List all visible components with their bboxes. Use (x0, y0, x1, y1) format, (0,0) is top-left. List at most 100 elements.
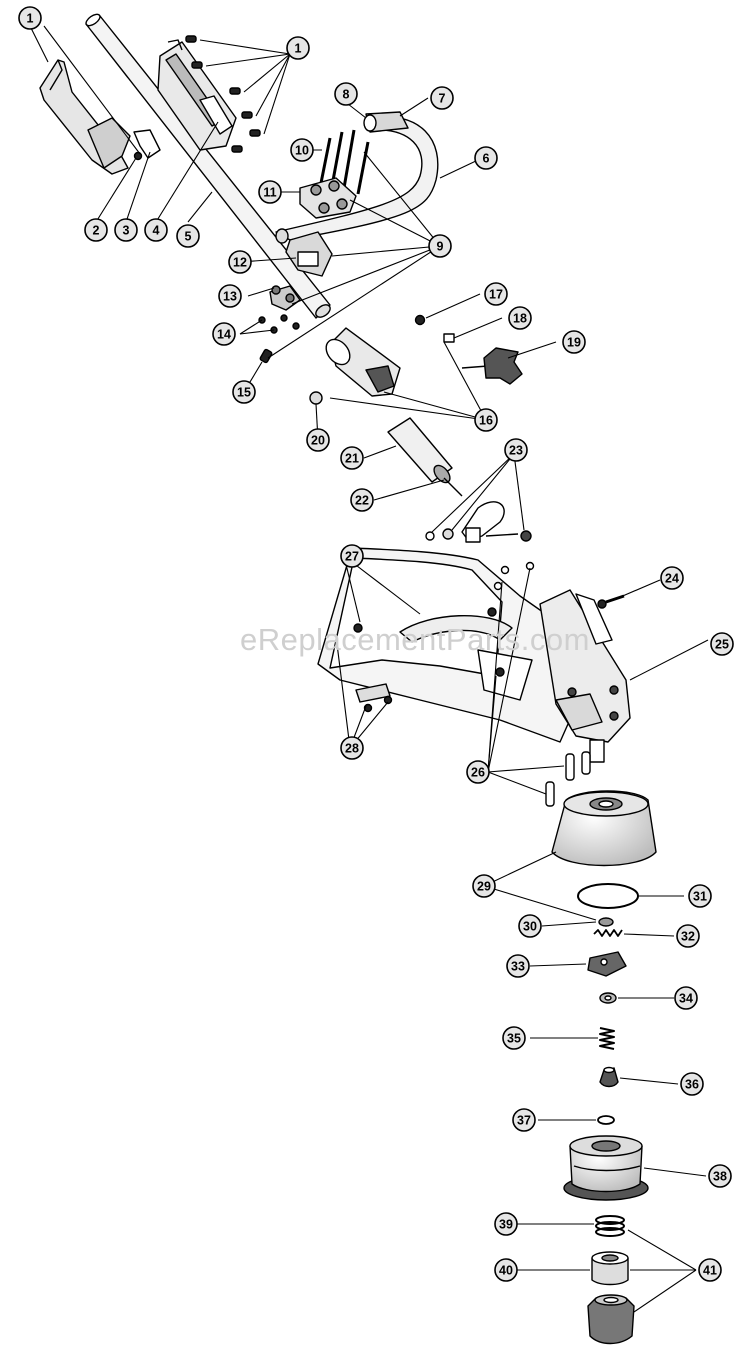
callout-number: 5 (185, 230, 192, 244)
callout-23: 23 (504, 438, 528, 462)
cap-nut-41 (587, 1294, 635, 1345)
callout-bubble (144, 218, 168, 242)
callout-21: 21 (340, 446, 364, 470)
callout-9: 9 (428, 234, 452, 258)
clamp-ring-23 (425, 501, 532, 543)
callout-number: 1 (295, 42, 302, 56)
callout-number: 10 (295, 144, 309, 158)
callout-bubble (232, 380, 256, 404)
callout-number: 2 (93, 224, 100, 238)
callout-19: 19 (562, 330, 586, 354)
callout-number: 28 (345, 742, 359, 756)
callout-bubble (430, 86, 454, 110)
bump-knob-36 (599, 1066, 619, 1088)
callout-number: 20 (311, 434, 325, 448)
callout-number: 40 (499, 1264, 513, 1278)
callout-31: 31 (688, 884, 712, 908)
callout-8: 8 (334, 82, 358, 106)
callout-number: 24 (665, 572, 679, 586)
callout-bubble (512, 1108, 536, 1132)
callout-34: 34 (674, 986, 698, 1010)
callout-bubble (228, 250, 252, 274)
callout-28: 28 (340, 736, 364, 760)
callout-14: 14 (212, 322, 236, 346)
callout-number: 27 (345, 550, 359, 564)
callout-38: 38 (708, 1164, 732, 1188)
callout-number: 6 (483, 152, 490, 166)
callout-bubble (506, 954, 530, 978)
callout-bubble (494, 1212, 518, 1236)
callout-11: 11 (258, 180, 282, 204)
callout-bubble (698, 1258, 722, 1282)
callout-bubble (676, 924, 700, 948)
callout-bubble (562, 330, 586, 354)
callout-number: 35 (507, 1032, 521, 1046)
callout-number: 31 (693, 890, 707, 904)
callout-number: 39 (499, 1218, 513, 1232)
o-ring-31 (577, 883, 639, 909)
callout-4: 4 (144, 218, 168, 242)
callout-bubble (212, 322, 236, 346)
debris-shield (317, 547, 601, 743)
callout-number: 17 (489, 288, 503, 302)
callout-bubble (350, 488, 374, 512)
callout-12: 12 (228, 250, 252, 274)
callout-20: 20 (306, 428, 330, 452)
washer-30 (598, 917, 614, 927)
collar-40 (591, 1251, 629, 1286)
callout-bubble (306, 428, 330, 452)
handle-clamp-lower (285, 231, 333, 277)
callout-30: 30 (518, 914, 542, 938)
leader-lines (29, 25, 709, 1313)
callout-number: 33 (511, 960, 525, 974)
callout-number: 37 (517, 1114, 531, 1128)
spool-38 (563, 1135, 649, 1201)
callout-24: 24 (660, 566, 684, 590)
callout-29: 29 (472, 874, 496, 898)
callout-bubble (340, 544, 364, 568)
ring-37 (597, 1115, 615, 1125)
callout-39: 39 (494, 1212, 518, 1236)
callout-1-2: 1 (286, 36, 310, 60)
trimmer-housing (551, 790, 657, 867)
shaft (85, 13, 331, 319)
screw-17 (414, 314, 426, 326)
callout-36: 36 (680, 1072, 704, 1096)
callout-1: 1 (18, 6, 42, 30)
knob-19 (461, 347, 523, 385)
watermark: eReplacementParts.com (240, 622, 590, 657)
callout-number: 26 (471, 766, 485, 780)
clamp-housing (157, 39, 237, 151)
callout-bubble (484, 282, 508, 306)
callout-number: 15 (237, 386, 251, 400)
callout-bubble (680, 1072, 704, 1096)
callout-bubble (340, 736, 364, 760)
callout-bubble (334, 82, 358, 106)
callout-17: 17 (484, 282, 508, 306)
nuts-14 (258, 314, 300, 334)
callout-22: 22 (350, 488, 374, 512)
callout-bubble (18, 6, 42, 30)
spring-35 (599, 1027, 615, 1050)
callout-bubble (494, 1258, 518, 1282)
callout-26: 26 (466, 760, 490, 784)
callout-number: 12 (233, 256, 247, 270)
callout-13: 13 (218, 284, 242, 308)
screw-15 (259, 348, 273, 364)
callout-number: 13 (223, 290, 237, 304)
callout-number: 7 (439, 92, 446, 106)
callout-number: 36 (685, 1078, 699, 1092)
shield-bracket-28 (355, 683, 393, 713)
callout-bubble (290, 138, 314, 162)
callout-number: 21 (345, 452, 359, 466)
screw-24 (597, 594, 625, 609)
callout-3: 3 (114, 218, 138, 242)
callout-bubble (84, 218, 108, 242)
callout-bubble (688, 884, 712, 908)
callout-40: 40 (494, 1258, 518, 1282)
callout-bubble (502, 1026, 526, 1050)
callout-number: 3 (123, 224, 130, 238)
callout-5: 5 (176, 224, 200, 248)
